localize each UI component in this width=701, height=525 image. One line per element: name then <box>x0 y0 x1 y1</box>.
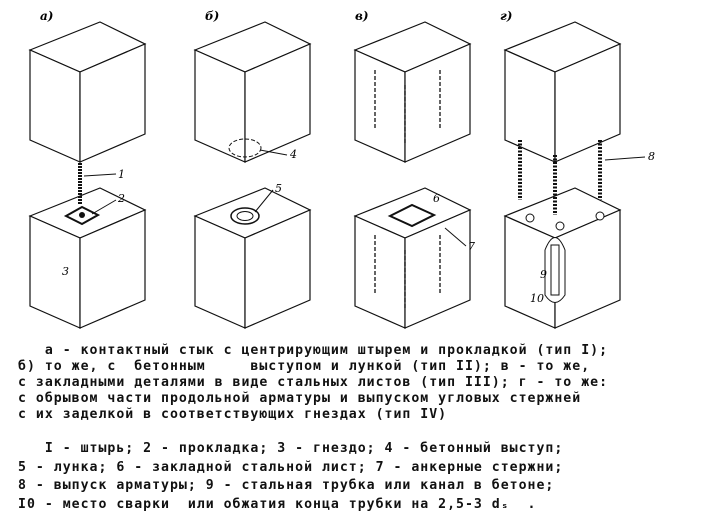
caption-line: с обрывом части продольной арматуры и вы… <box>18 391 582 406</box>
lower-cube-1-right-face <box>244 209 311 329</box>
leader-5 <box>254 189 274 213</box>
upper-cube-0-right-face <box>79 43 146 163</box>
legend-line: I0 - место сварки или обжатия конца труб… <box>18 496 537 512</box>
leader-1 <box>83 173 117 177</box>
panel-label-v: в) <box>355 9 369 23</box>
callout-8: 8 <box>648 150 655 163</box>
panel-label-a: а) <box>40 9 53 23</box>
embedded-plate <box>387 203 437 228</box>
panel-label-g: г) <box>500 9 512 23</box>
callout-4: 4 <box>289 148 297 161</box>
cube-joints-drawing: а) б) в) г) 1 2 3 4 5 6 7 8 9 10 <box>28 9 655 329</box>
callout-9: 9 <box>540 268 547 281</box>
caption-line: с закладными деталями в виде стальных ли… <box>18 375 609 390</box>
callout-7: 7 <box>468 240 475 253</box>
callout-3: 3 <box>62 265 69 278</box>
pad-hole <box>79 212 85 218</box>
lower-cube-0-right-face <box>79 209 146 329</box>
callout-2: 2 <box>117 192 125 205</box>
legend-line: 5 - лунка; 6 - закладной стальной лист; … <box>18 459 564 475</box>
socket-hole <box>525 213 535 223</box>
panel-label-b: б) <box>205 9 219 23</box>
well <box>230 207 260 225</box>
well-inner <box>236 211 254 221</box>
leader-2 <box>91 199 117 215</box>
steel-tube <box>550 244 560 296</box>
callout-10: 10 <box>530 292 544 305</box>
upper-cube-1-right-face <box>244 43 311 163</box>
leader-4 <box>259 149 288 156</box>
leader-8 <box>604 156 646 161</box>
callout-1: 1 <box>118 168 125 181</box>
upper-cube-2-right-face <box>404 43 471 163</box>
socket-hole <box>555 221 565 231</box>
legend-line: 8 - выпуск арматуры; 9 - стальная трубка… <box>18 478 555 493</box>
callout-6: 6 <box>433 192 440 205</box>
leader-7 <box>444 227 467 247</box>
caption-line: с их заделкой в соответствующих гнездах … <box>18 407 448 422</box>
caption-line: б) то же, с бетонным выступом и лункой (… <box>18 359 591 374</box>
figure-caption: а - контактный стык с центрирующим штыре… <box>18 343 698 423</box>
socket-hole <box>595 211 605 221</box>
caption-line: а - контактный стык с центрирующим штыре… <box>18 343 609 358</box>
callout-5: 5 <box>275 182 282 195</box>
upper-cube-3-right-face <box>554 43 621 163</box>
legend-line: I - штырь; 2 - прокладка; 3 - гнездо; 4 … <box>18 441 564 456</box>
concrete-protrusion <box>228 138 262 158</box>
figure-legend: I - штырь; 2 - прокладка; 3 - гнездо; 4 … <box>18 440 698 514</box>
